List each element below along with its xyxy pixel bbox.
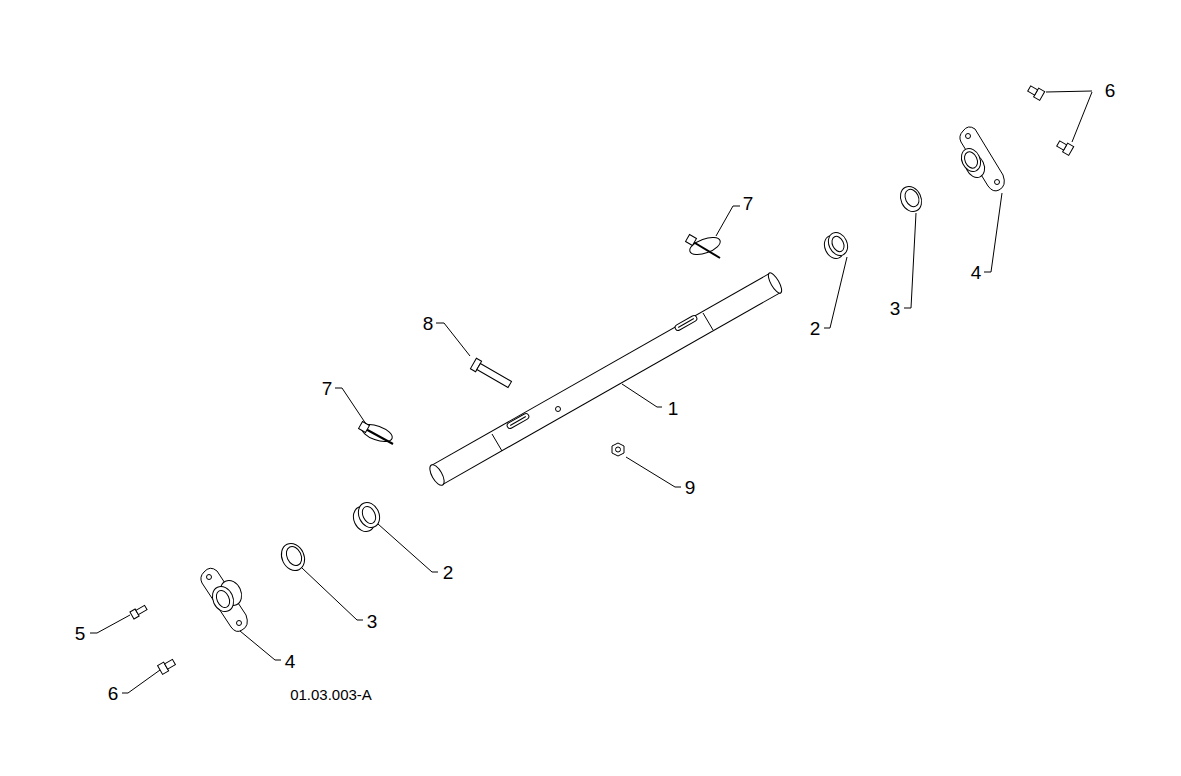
- nut: [612, 443, 624, 456]
- callout-number: 4: [970, 263, 983, 282]
- callout-number: 7: [742, 194, 755, 213]
- callout-number: 7: [321, 379, 334, 398]
- bolt: [130, 84, 1074, 674]
- callout-number: 9: [684, 478, 697, 497]
- callout-number: 6: [107, 684, 120, 703]
- callout-number: 3: [889, 299, 902, 318]
- drawing-number: 01.03.003-A: [289, 687, 373, 702]
- callout-number: 2: [809, 319, 822, 338]
- flange-bearing: [201, 127, 1004, 632]
- bushing: [349, 229, 851, 535]
- clip-pin: [359, 234, 723, 445]
- callout-number: 1: [667, 399, 680, 418]
- callout-number: 8: [422, 314, 435, 333]
- callout-number: 6: [1104, 81, 1117, 100]
- callout-number: 2: [442, 563, 455, 582]
- pin: [470, 358, 512, 389]
- callout-number: 5: [74, 624, 87, 643]
- callout-number: 4: [284, 652, 297, 671]
- callout-number: 3: [366, 612, 379, 631]
- washer: [277, 183, 925, 574]
- shaft: [427, 271, 784, 487]
- leader-line: [90, 91, 1092, 693]
